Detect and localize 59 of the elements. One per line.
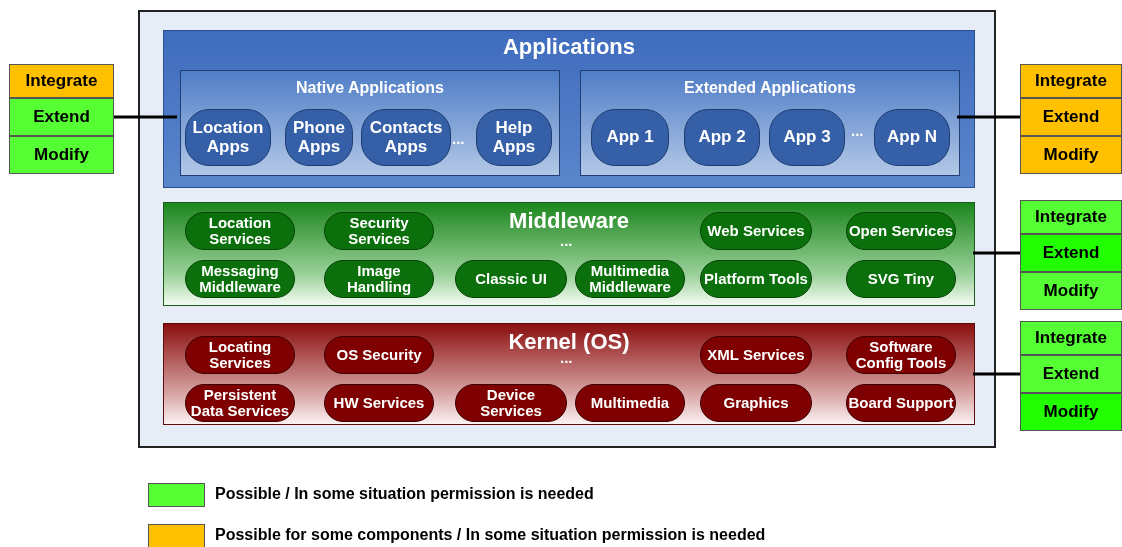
connector-line — [973, 251, 1020, 255]
connector-line — [114, 115, 177, 119]
ellipsis-text: ... — [560, 232, 573, 249]
ellipsis-text: ... — [452, 130, 465, 147]
component-pill: Graphics — [700, 384, 812, 422]
component-pill: Software Config Tools — [846, 336, 956, 374]
component-pill: Platform Tools — [700, 260, 812, 298]
option-box: Integrate — [1020, 64, 1122, 98]
option-box: Extend — [1020, 98, 1122, 136]
component-pill: Open Services — [846, 212, 956, 250]
option-box: Extend — [9, 98, 114, 136]
component-pill: App N — [874, 109, 950, 166]
option-box: Modify — [1020, 393, 1122, 431]
component-pill: Device Services — [455, 384, 567, 422]
layer-panel — [163, 323, 975, 425]
group-title: Native Applications — [296, 79, 444, 97]
legend-text: Possible / In some situation permission is needed — [215, 485, 594, 503]
component-pill: XML Services — [700, 336, 812, 374]
group-panel — [580, 70, 960, 176]
option-box: Modify — [1020, 136, 1122, 174]
component-pill: Messaging Middleware — [185, 260, 295, 298]
connector-line — [973, 372, 1020, 376]
component-pill: App 3 — [769, 109, 845, 166]
group-panel — [180, 70, 560, 176]
layer-title: Middleware — [509, 208, 629, 234]
component-pill: Location Apps — [185, 109, 271, 166]
ellipsis-text: ... — [851, 122, 864, 139]
component-pill: Locating Services — [185, 336, 295, 374]
component-pill: Location Services — [185, 212, 295, 250]
component-pill: Board Support — [846, 384, 956, 422]
option-box: Integrate — [1020, 321, 1122, 355]
legend-text: Possible for some components / In some situation permission is needed — [215, 526, 766, 544]
component-pill: Classic UI — [455, 260, 567, 298]
component-pill: Help Apps — [476, 109, 552, 166]
component-pill: Multimedia Middleware — [575, 260, 685, 298]
component-pill: App 2 — [684, 109, 760, 166]
component-pill: Multimedia — [575, 384, 685, 422]
layer-title: Applications — [503, 34, 635, 60]
option-box: Integrate — [1020, 200, 1122, 234]
option-box: Integrate — [9, 64, 114, 98]
connector-line — [957, 115, 1020, 119]
option-box: Extend — [1020, 355, 1122, 393]
component-pill: OS Security — [324, 336, 434, 374]
component-pill: Security Services — [324, 212, 434, 250]
option-box: Modify — [1020, 272, 1122, 310]
component-pill: Contacts Apps — [361, 109, 451, 166]
component-pill: App 1 — [591, 109, 669, 166]
layer-panel — [163, 30, 975, 188]
component-pill: Persistent Data Services — [185, 384, 295, 422]
option-box: Extend — [1020, 234, 1122, 272]
group-title: Extended Applications — [684, 79, 856, 97]
layer-panel — [163, 202, 975, 306]
component-pill: SVG Tiny — [846, 260, 956, 298]
option-box: Modify — [9, 136, 114, 174]
platform-panel — [138, 10, 996, 448]
component-pill: Phone Apps — [285, 109, 353, 166]
component-pill: HW Services — [324, 384, 434, 422]
component-pill: Web Services — [700, 212, 812, 250]
component-pill: Image Handling — [324, 260, 434, 298]
